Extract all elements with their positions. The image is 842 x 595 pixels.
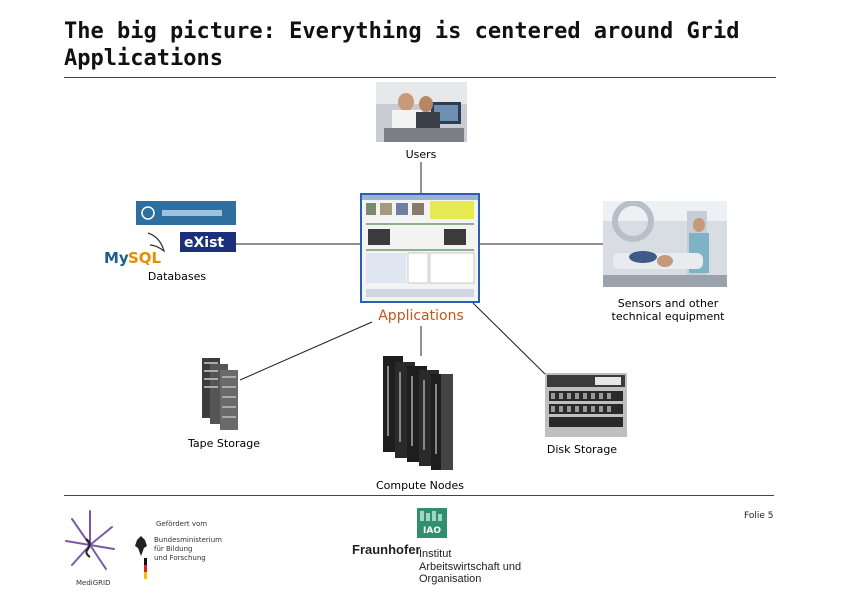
title-divider	[64, 77, 776, 78]
applications-label: Applications	[378, 308, 464, 324]
institute-line-3: Organisation	[419, 573, 482, 585]
svg-text:SQL: SQL	[128, 249, 162, 267]
fraunhofer-wordmark: Fraunhofer	[352, 542, 421, 557]
users-label: Users	[405, 148, 437, 161]
medigrid-logo	[65, 510, 115, 570]
institute-name: Institut Arbeitswirtschaft und Organisat…	[419, 548, 521, 586]
slide-title-line-1: The big picture: Everything is centered …	[64, 19, 740, 44]
ministry-line-1: Bundesministerium	[154, 536, 222, 544]
footer-divider	[64, 495, 774, 496]
federal-eagle-icon	[135, 536, 147, 579]
tape-storage-label: Tape Storage	[188, 437, 260, 450]
disk-storage-label: Disk Storage	[546, 443, 618, 456]
iao-badge-text: IAO	[423, 526, 441, 536]
databases-label: Databases	[147, 270, 207, 283]
users-photo	[376, 82, 467, 142]
ministry-line-2: für Bildung	[154, 545, 193, 553]
slide-title: The big picture: Everything is centered …	[64, 18, 784, 72]
compute-nodes-label: Compute Nodes	[375, 479, 465, 492]
sensors-label: Sensors and other technical equipment	[611, 297, 725, 323]
postgres-logo	[136, 201, 236, 225]
iao-badge-icon: IAO	[417, 508, 447, 538]
mysql-wordmark: My	[104, 249, 129, 267]
tape-storage-image	[202, 358, 238, 430]
ministry-line-3: und Forschung	[154, 554, 206, 562]
sensors-photo	[603, 201, 727, 287]
mysql-logo: My SQL	[104, 232, 166, 267]
ministry-funded-by: Gefördert vom	[156, 520, 208, 528]
applications-screenshot	[360, 193, 480, 303]
disk-storage-image	[545, 373, 627, 437]
institute-line-2: Arbeitswirtschaft und	[419, 560, 522, 573]
page-number: Folie 5	[744, 511, 774, 521]
compute-nodes-image	[383, 356, 453, 470]
link-disk	[472, 302, 546, 375]
medigrid-caption: MediGRID	[76, 579, 111, 587]
institute-line-1: Institut	[419, 548, 452, 560]
exist-logo: eXist	[180, 232, 236, 252]
link-tape	[239, 321, 373, 381]
slide-title-line-2: Applications	[64, 46, 223, 71]
ministry-name: Bundesministerium für Bildung und Forsch…	[154, 536, 222, 563]
svg-text:eXist: eXist	[184, 235, 224, 251]
